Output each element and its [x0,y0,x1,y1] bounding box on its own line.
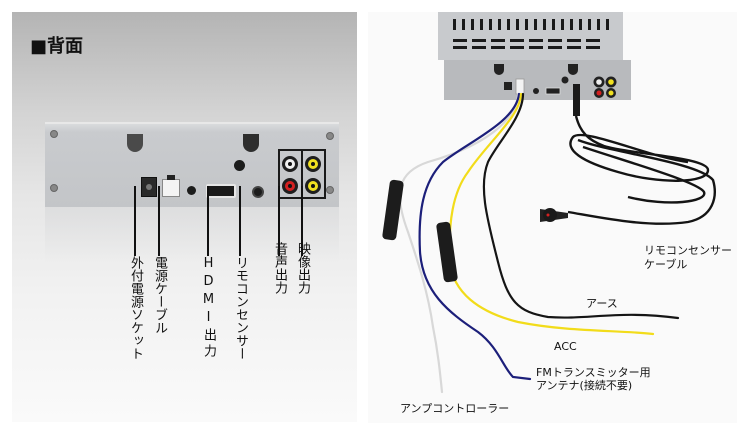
screw-icon [50,184,58,192]
leader-line [301,186,303,256]
label-fm-antenna-1: FMトランスミッター用 [536,366,651,379]
rear-panel-diagram: ■背面 外付電源ソケット 電源ケーブル HDMI出力 リモコンセンサー 音声出力… [12,12,357,422]
screw-icon [50,130,58,138]
leader-line [207,186,209,256]
label-acc: ACC [554,340,577,353]
label-remote-sensor: リモコンセンサー [233,256,248,360]
label-video-out: 映像出力 [295,242,310,294]
leader-line [239,186,241,256]
label-dc-socket: 外付電源ソケット [128,256,143,360]
device-reflection [45,207,339,262]
rca-yellow-port [305,178,321,194]
fuse-holder [436,221,458,283]
wiring-illustration [382,12,716,394]
label-fm-antenna-2: アンテナ(接続不要) [536,379,633,392]
wiring-photo: リモコンセンサー ケーブル アース ACC FMトランスミッター用 アンテナ(接… [368,12,737,423]
label-audio-out: 音声出力 [272,242,287,294]
label-remote-sensor-cable-2: ケーブル [644,258,688,271]
remote-sensor-head [540,208,568,222]
mount-notch [127,134,143,152]
label-hdmi-out: HDMI出力 [201,256,216,360]
hdmi-port [206,184,236,198]
remote-sensor-cable [567,84,716,225]
screw-icon [326,186,334,194]
mount-notch [243,134,259,152]
section-title: ■背面 [30,36,84,57]
hole [234,160,245,171]
leader-line [278,186,280,256]
label-ground: アース [586,297,618,310]
device-rear-view [45,122,339,207]
audio-rca-group [278,149,303,199]
device-body [438,12,631,100]
power-connector-port [162,175,180,197]
dc-socket-port [141,177,157,197]
screw-icon [326,132,334,140]
leader-line [158,186,160,256]
rca-white-port [282,156,298,172]
label-remote-sensor-cable-1: リモコンセンサー [644,244,732,257]
remote-sensor-port [252,186,264,198]
leader-line [134,186,136,256]
fuse-holder [382,179,404,241]
hole [187,186,196,195]
rca-yellow-port [305,156,321,172]
label-amp-controller: アンプコントローラー [400,402,510,415]
rca-red-port [282,178,298,194]
label-power-cable: 電源ケーブル [152,256,167,334]
video-rca-group [301,149,326,199]
vent-slots [453,19,609,49]
